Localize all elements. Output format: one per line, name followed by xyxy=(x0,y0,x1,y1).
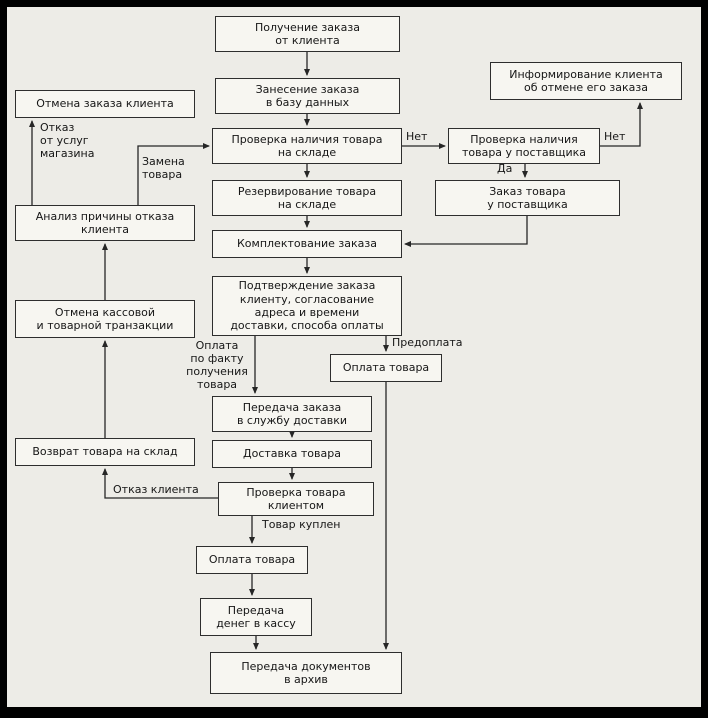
node-docs-archive: Передача документов в архив xyxy=(210,652,402,694)
node-check-supplier: Проверка наличия товара у поставщика xyxy=(448,128,600,164)
edge-label-no-stock: Нет xyxy=(406,130,428,143)
edge-label-refuse-store: Отказ от услуг магазина xyxy=(40,121,95,160)
node-enter-order-db: Занесение заказа в базу данных xyxy=(215,78,400,114)
edge-label-goods-bought: Товар куплен xyxy=(262,518,341,531)
node-assemble-order: Комплектование заказа xyxy=(212,230,402,258)
edge-analyze-to-checkstock-replace xyxy=(137,143,210,205)
node-money-to-cash: Передача денег в кассу xyxy=(200,598,312,636)
node-deliver-goods: Доставка товара xyxy=(212,440,372,468)
node-transfer-delivery: Передача заказа в службу доставки xyxy=(212,396,372,432)
node-cancel-transaction: Отмена кассовой и товарной транзакции xyxy=(15,300,195,338)
node-pay-on-receipt: Оплата товара xyxy=(196,546,308,574)
node-check-stock: Проверка наличия товара на складе xyxy=(212,128,402,164)
edge-ordersupplier-to-assemble xyxy=(404,216,528,247)
node-client-check: Проверка товара клиентом xyxy=(218,482,374,516)
node-cancel-client-order: Отмена заказа клиента xyxy=(15,90,195,118)
node-return-to-stock: Возврат товара на склад xyxy=(15,438,195,466)
edge-label-yes-supplier: Да xyxy=(497,162,513,175)
node-confirm-order: Подтверждение заказа клиенту, согласован… xyxy=(212,276,402,336)
node-analyze-refusal: Анализ причины отказа клиента xyxy=(15,205,195,241)
edge-label-client-refusal: Отказ клиента xyxy=(113,483,199,496)
edge-clientcheck-to-return-refusal xyxy=(102,468,218,499)
node-reserve-stock: Резервирование товара на складе xyxy=(212,180,402,216)
edge-checksupplier-to-inform-no xyxy=(600,102,643,147)
node-receive-order: Получение заказа от клиента xyxy=(215,16,400,52)
edge-label-prepayment: Предоплата xyxy=(392,336,463,349)
edge-label-pay-on-fact: Оплата по факту получения товара xyxy=(186,339,248,391)
edge-label-replace-goods: Замена товара xyxy=(142,155,185,181)
node-order-supplier: Заказ товара у поставщика xyxy=(435,180,620,216)
edge-label-no-supplier: Нет xyxy=(604,130,626,143)
node-pay-prepay: Оплата товара xyxy=(330,354,442,382)
node-inform-cancel: Информирование клиента об отмене его зак… xyxy=(490,62,682,100)
